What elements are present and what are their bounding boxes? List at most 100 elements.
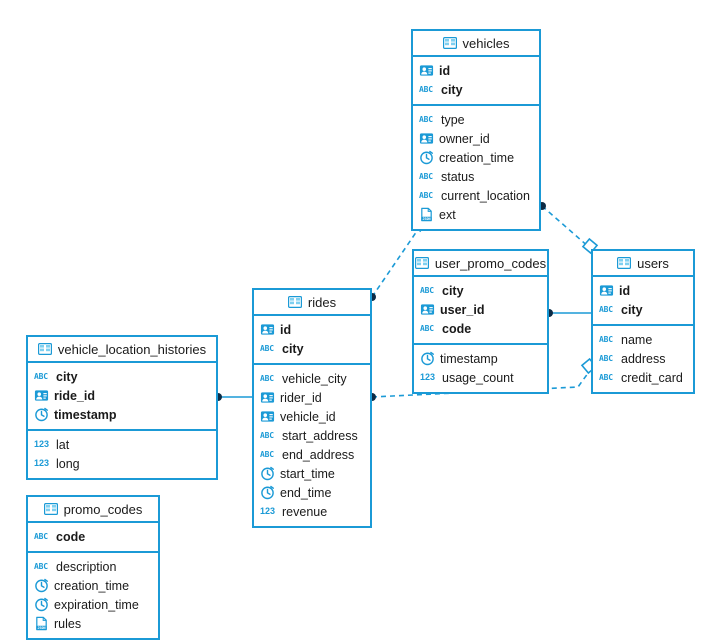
field-label: type (441, 112, 465, 127)
field-label: status (441, 169, 475, 184)
field-row-rides-rider_id[interactable]: rider_id (254, 388, 370, 407)
field-row-vehicles-current_location[interactable]: ABC current_location (413, 186, 539, 205)
svg-text:JSON: JSON (37, 626, 45, 630)
field-label: vehicle_city (282, 371, 347, 386)
field-row-rides-end_time[interactable]: end_time (254, 483, 370, 502)
field-row-user_promo_codes-timestamp[interactable]: timestamp (414, 349, 547, 368)
table-header-promo_codes[interactable]: promo_codes (28, 497, 158, 523)
field-row-vehicle_location_histories-ride_id[interactable]: ride_id (28, 386, 216, 405)
field-label: end_time (280, 485, 332, 500)
id-badge-icon (260, 390, 275, 405)
field-row-vehicle_location_histories-timestamp[interactable]: timestamp (28, 405, 216, 424)
table-title: vehicles (462, 35, 510, 51)
field-row-vehicles-status[interactable]: ABC status (413, 167, 539, 186)
123-number-icon: 123 (420, 372, 436, 382)
table-header-vehicles[interactable]: vehicles (413, 31, 539, 57)
field-label: rider_id (280, 390, 322, 405)
field-label: city (442, 283, 464, 298)
field-row-users-id[interactable]: id (593, 281, 693, 300)
svg-text:JSON: JSON (422, 217, 430, 221)
id-badge-icon (34, 388, 49, 403)
field-label: current_location (441, 188, 530, 203)
field-row-rides-id[interactable]: id (254, 320, 370, 339)
field-row-vehicles-id[interactable]: id (413, 61, 539, 80)
123-number-icon: 123 (34, 458, 50, 468)
field-row-vehicles-owner_id[interactable]: owner_id (413, 129, 539, 148)
field-row-promo_codes-expiration_time[interactable]: expiration_time (28, 595, 158, 614)
field-row-users-credit_card[interactable]: ABC credit_card (593, 368, 693, 387)
table-grid-icon (617, 257, 632, 269)
table-header-rides[interactable]: rides (254, 290, 370, 316)
field-label: vehicle_id (280, 409, 336, 424)
id-badge-icon (420, 302, 435, 317)
field-row-user_promo_codes-user_id[interactable]: user_id (414, 300, 547, 319)
abc-text-icon: ABC (419, 115, 433, 124)
id-badge-icon (599, 283, 614, 298)
field-row-vehicles-creation_time[interactable]: creation_time (413, 148, 539, 167)
field-label: credit_card (621, 370, 683, 385)
field-row-rides-vehicle_id[interactable]: vehicle_id (254, 407, 370, 426)
abc-text-icon: ABC (599, 335, 613, 344)
field-row-promo_codes-creation_time[interactable]: creation_time (28, 576, 158, 595)
123-number-icon: 123 (260, 506, 276, 516)
field-label: start_address (282, 428, 358, 443)
field-label: id (619, 283, 631, 298)
field-label: city (282, 341, 304, 356)
field-row-rides-start_time[interactable]: start_time (254, 464, 370, 483)
table-header-vehicle_location_histories[interactable]: vehicle_location_histories (28, 337, 216, 363)
field-label: start_time (280, 466, 335, 481)
edge-vehicles-users (538, 202, 599, 255)
edge-upc-users (545, 309, 591, 317)
field-label: city (56, 369, 78, 384)
abc-text-icon: ABC (599, 373, 613, 382)
field-label: end_address (282, 447, 355, 462)
123-number-icon: 123 (34, 439, 50, 449)
abc-text-icon: ABC (419, 191, 433, 200)
field-label: city (441, 82, 463, 97)
field-row-vehicles-type[interactable]: ABC type (413, 110, 539, 129)
table-header-user_promo_codes[interactable]: user_promo_codes (414, 251, 547, 277)
table-header-users[interactable]: users (593, 251, 693, 277)
table-grid-icon (414, 257, 429, 269)
abc-text-icon: ABC (34, 532, 48, 541)
json-document-icon: JSON (34, 616, 49, 631)
table-grid-icon (37, 343, 52, 355)
field-label: timestamp (54, 407, 117, 422)
abc-text-icon: ABC (419, 172, 433, 181)
clock-icon (34, 407, 49, 422)
table-title: user_promo_codes (434, 255, 547, 271)
